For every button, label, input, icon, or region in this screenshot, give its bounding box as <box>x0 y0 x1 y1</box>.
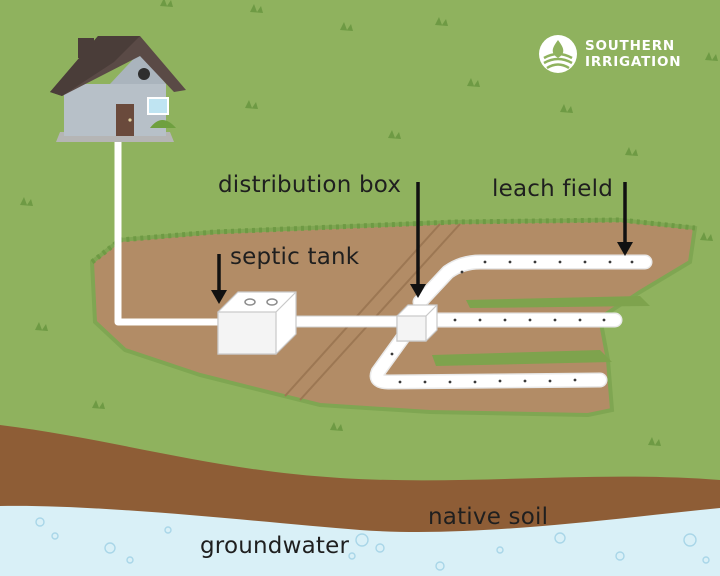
leach-field-lines <box>369 254 653 390</box>
callout-arrows <box>211 182 633 304</box>
brand-logo: SOUTHERN IRRIGATION <box>538 34 681 74</box>
grass-tufts <box>20 0 718 446</box>
septic-tank-label: septic tank <box>230 244 360 270</box>
leaf-drop-logo-icon <box>539 35 577 73</box>
distribution-box-icon <box>396 304 438 342</box>
native-soil-label: native soil <box>428 504 549 530</box>
distribution-box-label: distribution box <box>218 172 402 198</box>
septic-tank-arrow <box>211 254 227 304</box>
house-drain-pipe <box>114 142 222 326</box>
groundwater-layer <box>0 505 720 576</box>
septic-tank-icon <box>217 291 297 355</box>
brand-name: SOUTHERN IRRIGATION <box>585 38 681 70</box>
leach-field-label: leach field <box>492 176 613 202</box>
groundwater-label: groundwater <box>200 533 350 559</box>
leach-field-arrow <box>617 182 633 256</box>
brand-line-1: SOUTHERN <box>585 38 675 54</box>
brand-line-2: IRRIGATION <box>585 54 682 70</box>
distribution-box-arrow <box>410 182 426 298</box>
outlet-pipe <box>291 315 403 328</box>
house-icon <box>50 36 186 142</box>
leach-field-perforations <box>390 260 634 384</box>
